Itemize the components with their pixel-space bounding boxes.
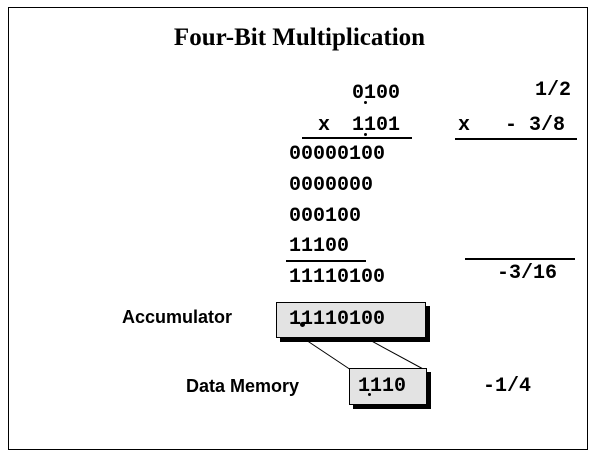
fraction-multiplier-underline xyxy=(455,138,577,140)
accumulator-register: 11110100 xyxy=(276,302,426,338)
binary-point-accumulator xyxy=(300,322,305,327)
partial-product-3: 000100 xyxy=(289,205,362,228)
binary-point-data-memory xyxy=(368,393,371,396)
accumulator-value: 11110100 xyxy=(289,308,386,331)
multiplier-underline xyxy=(302,137,412,139)
data-memory-fraction: -1/4 xyxy=(483,375,532,398)
binary-point-multiplier xyxy=(364,133,367,136)
fraction-multiply-operator: x xyxy=(458,114,471,137)
data-memory-label: Data Memory xyxy=(186,376,300,396)
multiplicand-binary: 0100 xyxy=(352,82,401,105)
partial-product-1: 00000100 xyxy=(289,143,386,166)
page-title: Four-Bit Multiplication xyxy=(173,24,426,51)
multiply-operator: x xyxy=(318,114,331,137)
binary-point-multiplicand xyxy=(364,101,367,104)
product-fraction: -3/16 xyxy=(497,262,558,285)
data-memory-register: 1110 xyxy=(349,368,427,405)
multiplier-binary: 1101 xyxy=(352,114,401,137)
data-memory-value: 1110 xyxy=(358,375,407,398)
product-binary: 11110100 xyxy=(289,266,386,289)
accumulator-label: Accumulator xyxy=(122,307,233,327)
partial-product-2: 0000000 xyxy=(289,174,374,197)
slide-frame xyxy=(8,7,588,450)
multiplier-fraction: - 3/8 xyxy=(505,114,566,137)
fraction-product-rule xyxy=(465,258,575,260)
partial-product-4: 11100 xyxy=(289,235,350,258)
partial-sum-underline xyxy=(286,260,366,262)
multiplicand-fraction: 1/2 xyxy=(535,79,572,102)
